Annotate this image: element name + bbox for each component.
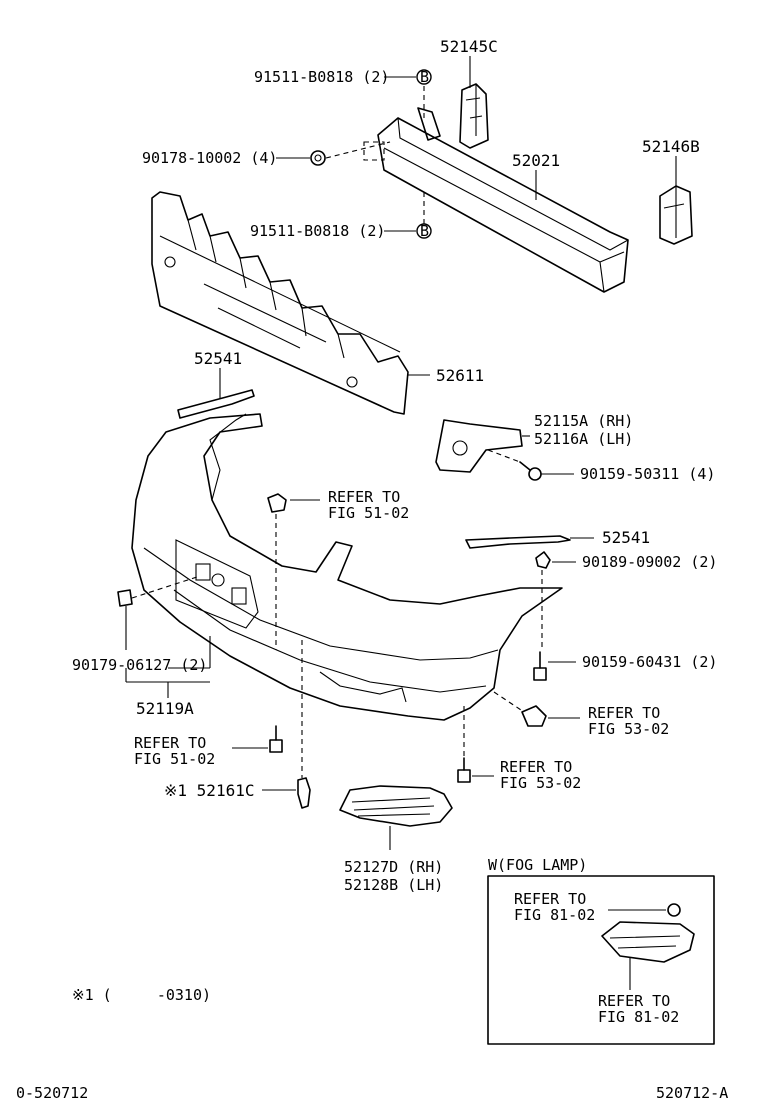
footnote: ※1 ( -0310) [72, 986, 211, 1004]
label-52115a: 52115A (RH) [534, 412, 633, 430]
bracket-52146b [659, 185, 693, 245]
fog-screw-icon [667, 903, 681, 917]
absorber-52611 [151, 191, 409, 415]
label-fog-title: W(FOG LAMP) [488, 856, 587, 874]
label-52116a: 52116A (LH) [534, 430, 633, 448]
label-ref81-a-line1: REFER TO [514, 890, 586, 908]
clip-ref-53-02-right-icon [521, 705, 547, 727]
label-52021: 52021 [512, 151, 560, 170]
clip-90179-icon [117, 589, 133, 607]
label-52119a: 52119A [136, 699, 194, 718]
label-ref51-left-line2: FIG 51-02 [134, 750, 215, 768]
bumper-cover-52119a [131, 413, 563, 721]
label-ref81-b-line1: REFER TO [598, 992, 670, 1010]
bracket-52145c [459, 83, 489, 149]
label-ref51-top-line2: FIG 51-02 [328, 504, 409, 522]
label-52541-right: 52541 [602, 528, 650, 547]
label-ref53-mid-line2: FIG 53-02 [500, 774, 581, 792]
label-52541-top: 52541 [194, 349, 242, 368]
clip-ref-51-02-top-icon [267, 493, 287, 513]
retainer-52541-right [465, 535, 571, 549]
label-ref53-right-line1: REFER TO [588, 704, 660, 722]
reinforcement-52021 [377, 107, 629, 293]
fog-cover-52127d [339, 785, 453, 827]
label-90179: 90179-06127 (2) [72, 656, 207, 674]
label-52127d: 52127D (RH) [344, 858, 443, 876]
label-90189: 90189-09002 (2) [582, 553, 717, 571]
label-ref53-right-line2: FIG 53-02 [588, 720, 669, 738]
label-91511-bottom: 91511-B0818 (2) [250, 222, 385, 240]
clip-52161c-icon [297, 777, 311, 809]
label-90159-60431: 90159-60431 (2) [582, 653, 717, 671]
fog-lamp-assembly [601, 921, 695, 963]
label-90178: 90178-10002 (4) [142, 149, 277, 167]
code-left: 0-520712 [16, 1084, 88, 1102]
label-52128b: 52128B (LH) [344, 876, 443, 894]
label-52146b: 52146B [642, 137, 700, 156]
screw-ref-53-02-mid-icon [457, 757, 471, 783]
label-ref53-mid-line1: REFER TO [500, 758, 572, 776]
bracket-52115a [435, 419, 523, 473]
nut-90178-icon [310, 150, 326, 166]
bolt-b-letter-top: B [420, 68, 429, 86]
label-ref81-b-line2: FIG 81-02 [598, 1008, 679, 1026]
code-right: 520712-A [656, 1084, 728, 1102]
label-ref81-a-line2: FIG 81-02 [514, 906, 595, 924]
label-90159-50311: 90159-50311 (4) [580, 465, 715, 483]
retainer-52541-top [177, 389, 255, 419]
label-52161c: ※1 52161C [164, 781, 254, 800]
fog-lamp-box [487, 875, 715, 1045]
screw-90159-60431-icon [533, 651, 547, 681]
label-52611: 52611 [436, 366, 484, 385]
label-ref51-top-line1: REFER TO [328, 488, 400, 506]
nut-90189-icon [535, 551, 551, 569]
screw-90159-50311-icon [519, 461, 542, 481]
label-ref51-left-line1: REFER TO [134, 734, 206, 752]
label-52145c: 52145C [440, 37, 498, 56]
bolt-b-letter-bottom: B [420, 222, 429, 240]
bolt-b-icon-top [416, 69, 432, 85]
screw-ref-51-02-left-icon [269, 725, 283, 753]
label-91511-top: 91511-B0818 (2) [254, 68, 389, 86]
